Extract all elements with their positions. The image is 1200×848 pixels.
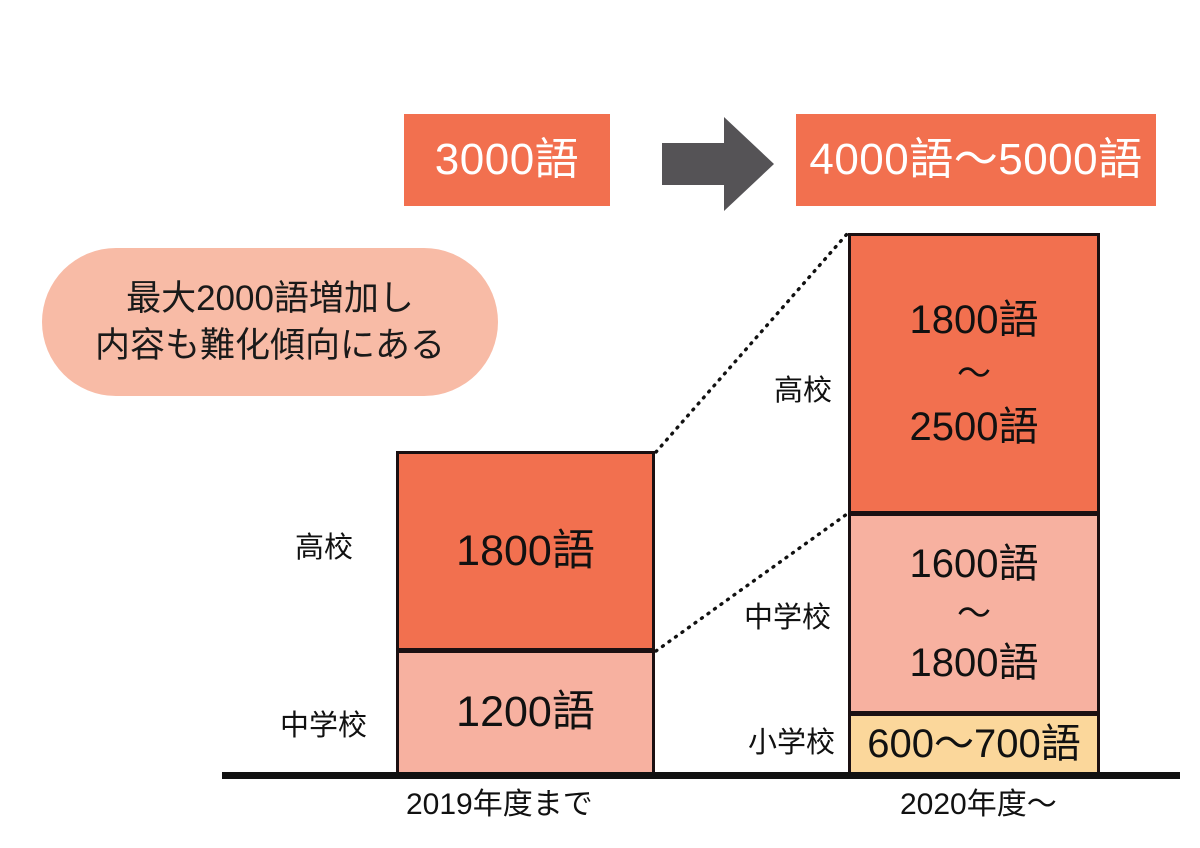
bar-value-label-upper: 1600語 (909, 541, 1039, 586)
stage-label-2020-high-school: 高校 (774, 375, 833, 407)
bar-value-label: 1200語 (456, 688, 595, 737)
total-banner-before: 3000語 (404, 114, 610, 206)
bar-segment-2019-high-school: 1800語 (396, 451, 655, 651)
callout-line-2: 内容も難化傾向にある (94, 326, 445, 365)
bar-segment-2019-junior-high: 1200語 (396, 650, 655, 775)
stage-label-2019-high-school: 高校 (295, 532, 354, 564)
bar-value-range-tilde: ～ (957, 354, 991, 393)
arrow-right-icon (662, 117, 774, 211)
axis-baseline (222, 772, 1180, 779)
connector-top (654, 232, 849, 454)
callout-bubble: 最大2000語増加し 内容も難化傾向にある (42, 248, 498, 396)
stage-label-2019-junior-high: 中学校 (280, 710, 368, 742)
bar-value-label: 600～700語 (867, 721, 1081, 766)
axis-caption-2020: 2020年度～ (900, 788, 1057, 821)
axis-caption-2019: 2019年度まで (406, 788, 593, 821)
bar-value-label-upper: 1800語 (909, 297, 1039, 342)
total-banner-after: 4000語～5000語 (796, 114, 1156, 206)
callout-line-1: 最大2000語増加し (126, 278, 414, 318)
bar-segment-2020-elementary: 600～700語 (848, 713, 1100, 775)
bar-value-label: 1800語 (456, 526, 595, 575)
bar-segment-2020-high-school: 1800語 ～ 2500語 (848, 233, 1100, 514)
bar-value-label-lower: 1800語 (909, 640, 1039, 685)
bar-segment-2020-junior-high: 1600語 ～ 1800語 (848, 513, 1100, 714)
stage-label-2020-elementary: 小学校 (748, 727, 836, 759)
stage-label-2020-junior-high: 中学校 (744, 602, 832, 634)
bar-value-label-lower: 2500語 (909, 404, 1039, 449)
bar-value-range-tilde: ～ (957, 594, 991, 633)
